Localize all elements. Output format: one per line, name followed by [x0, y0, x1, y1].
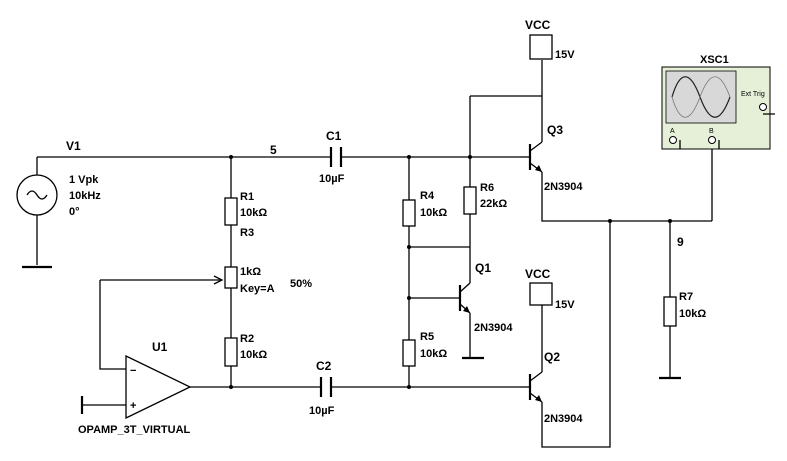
- q3-name: Q3: [547, 123, 563, 137]
- q1-model: 2N3904: [474, 322, 513, 334]
- vcc-mid-label: VCC: [525, 267, 551, 281]
- sine-trace-icon: [671, 76, 731, 118]
- c1-value: 10µF: [319, 173, 345, 185]
- v1-name: V1: [66, 139, 81, 153]
- u1-opamp[interactable]: [80, 354, 192, 420]
- xsc1-channel-a: A: [670, 128, 675, 135]
- opamp-triangle: [125, 354, 192, 420]
- v1-body: [16, 174, 58, 216]
- r3-percent: 50%: [290, 278, 312, 290]
- r5-value: 10kΩ: [420, 348, 447, 360]
- junction-r5-bottom: [407, 385, 411, 389]
- vcc-mid-source[interactable]: [529, 282, 553, 306]
- wires: [36, 60, 713, 448]
- v1-frequency: 10kHz: [69, 190, 101, 202]
- r6-name: R6: [480, 182, 494, 194]
- u1-model: OPAMP_3T_VIRTUAL: [78, 424, 191, 436]
- r1-value: 10kΩ: [240, 207, 267, 219]
- emitter-arrow-icon: [535, 165, 542, 172]
- vcc-mid-voltage: 15V: [555, 299, 575, 311]
- r7-value: 10kΩ: [679, 308, 706, 320]
- q3-transistor[interactable]: [520, 141, 543, 173]
- junction-r2: [229, 385, 233, 389]
- scope-screen: [665, 70, 737, 124]
- q2-name: Q2: [544, 350, 560, 364]
- c1-capacitor[interactable]: [329, 147, 343, 167]
- v1-phase: 0°: [69, 206, 80, 218]
- ext-trig-terminal-icon[interactable]: [759, 103, 767, 111]
- node-5-label: 5: [270, 143, 277, 157]
- channel-a-terminal-icon[interactable]: [669, 136, 677, 144]
- xsc1-ext-trig: Ext Trig: [741, 91, 765, 98]
- r6-resistor[interactable]: [463, 186, 477, 215]
- r3-value: 1kΩ: [240, 266, 261, 278]
- junction-q1-c: [407, 245, 411, 249]
- junction-emitter: [608, 219, 612, 223]
- vcc-top-label: VCC: [525, 18, 551, 32]
- channel-b-terminal-icon[interactable]: [708, 136, 716, 144]
- v1-ac-source[interactable]: [16, 174, 58, 269]
- r1-name: R1: [240, 191, 254, 203]
- wire-q2-emitter-loop: [541, 221, 611, 448]
- r4-resistor[interactable]: [402, 199, 416, 227]
- r4-value: 10kΩ: [420, 207, 447, 219]
- r1-resistor[interactable]: [224, 197, 238, 226]
- r7-resistor[interactable]: [663, 296, 677, 327]
- c2-name: C2: [316, 359, 332, 373]
- wire-q3-emitter: [541, 172, 712, 222]
- node-9-label: 9: [677, 235, 684, 249]
- junction-node9: [668, 219, 672, 223]
- q1-name: Q1: [475, 261, 491, 275]
- u1-name: U1: [152, 340, 168, 354]
- xsc1-oscilloscope[interactable]: [661, 66, 775, 150]
- r3-name: R3: [240, 227, 254, 239]
- wire-feedback: [99, 280, 126, 370]
- r7-name: R7: [679, 291, 693, 303]
- opamp-minus-sign: −: [130, 365, 136, 377]
- r5-name: R5: [420, 331, 434, 343]
- r2-resistor[interactable]: [224, 337, 238, 367]
- c2-value: 10µF: [309, 405, 335, 417]
- vcc-top-voltage: 15V: [555, 49, 575, 61]
- r3-key: Key=A: [240, 283, 275, 295]
- junction-r6: [468, 155, 472, 159]
- q2-model: 2N3904: [544, 413, 583, 425]
- junction-r4-top: [407, 155, 411, 159]
- c2-capacitor[interactable]: [319, 377, 333, 397]
- r6-value: 22kΩ: [480, 198, 507, 210]
- vcc-top-source[interactable]: [529, 34, 553, 60]
- junction-node5: [229, 155, 233, 159]
- xsc1-name: XSC1: [700, 54, 729, 66]
- junctions: [229, 155, 672, 389]
- wiper-arrow-icon: [213, 275, 224, 285]
- emitter-arrow-icon: [535, 395, 542, 402]
- xsc1-channel-b: B: [709, 128, 714, 135]
- emitter-arrow-icon: [463, 306, 470, 313]
- v1-amplitude: 1 Vpk: [69, 174, 99, 186]
- q1-transistor[interactable]: [458, 282, 484, 360]
- junction-q1-b: [407, 296, 411, 300]
- q3-model: 2N3904: [544, 181, 583, 193]
- r4-name: R4: [420, 190, 435, 202]
- r3-potentiometer[interactable]: [213, 266, 238, 289]
- c1-name: C1: [326, 129, 342, 143]
- r2-name: R2: [240, 333, 254, 345]
- r2-value: 10kΩ: [240, 349, 267, 361]
- r5-resistor[interactable]: [402, 339, 416, 367]
- opamp-plus-sign: +: [130, 400, 136, 412]
- sine-icon: [26, 190, 48, 200]
- q2-transistor[interactable]: [520, 371, 543, 403]
